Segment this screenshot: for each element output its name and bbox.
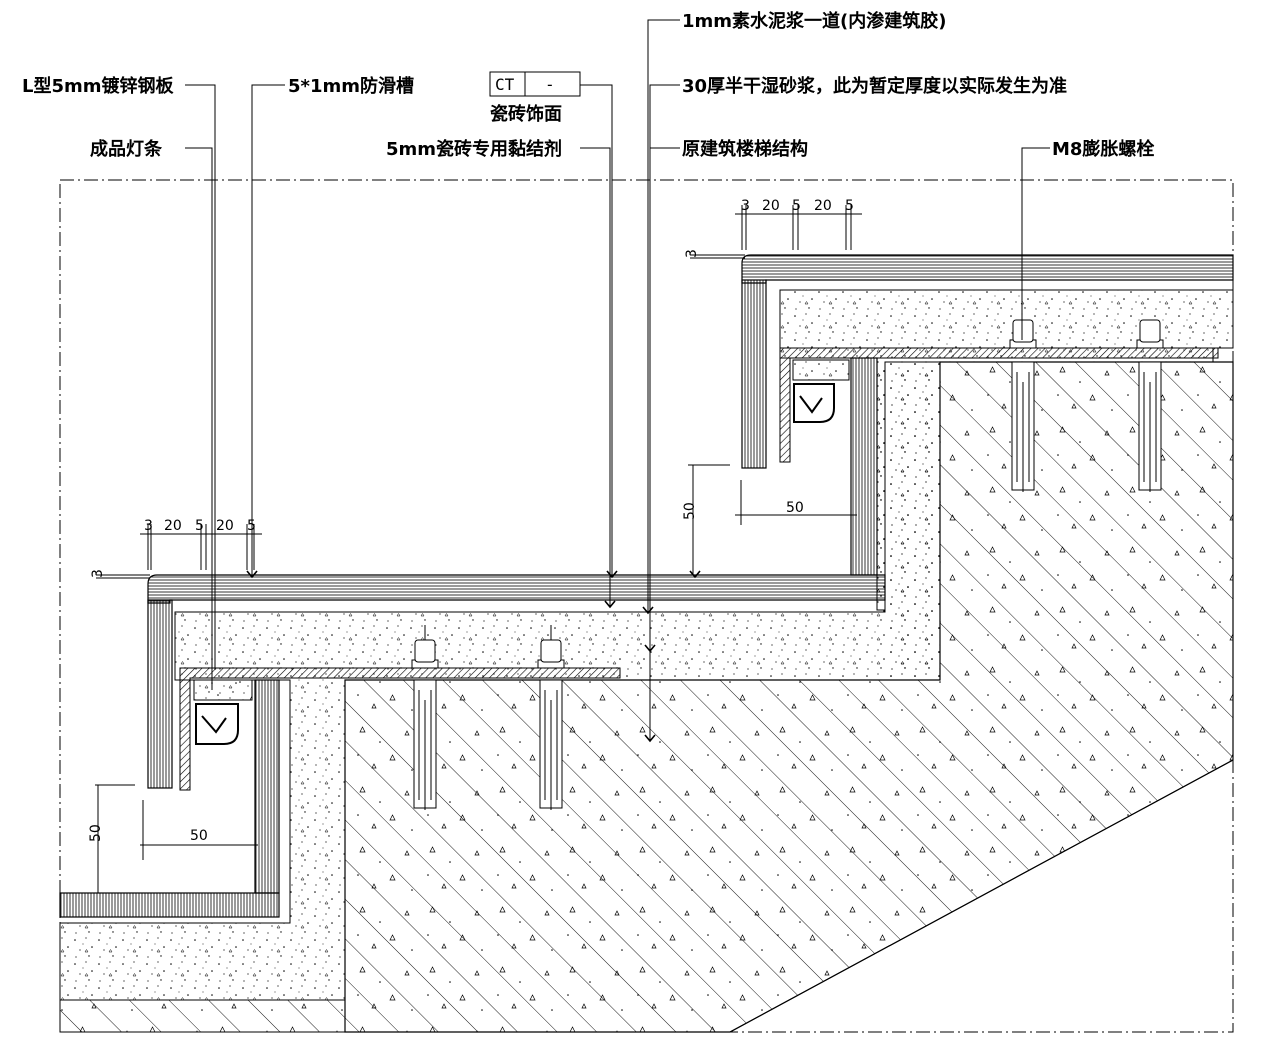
steel-plate-lower <box>179 667 621 791</box>
tile-upper-tread <box>741 254 1234 291</box>
dim-upper-d: 20 <box>814 198 832 214</box>
expansion-bolt-lower-1 <box>411 625 439 810</box>
dim-upper-height: 50 <box>682 502 698 520</box>
dim-upper-b: 20 <box>762 198 780 214</box>
tile-lower-tread <box>147 574 886 613</box>
label-tile-face: 瓷砖饰面 <box>490 103 562 125</box>
tile-tag-code: CT <box>495 75 515 94</box>
dim-upper-a: 3 <box>741 198 750 214</box>
tile-lower-nosing-vertical <box>147 599 173 789</box>
tile-tag-number: - <box>545 75 555 94</box>
concrete-structure <box>59 361 1234 1033</box>
dim-upper-c: 5 <box>792 198 801 214</box>
tile-upper-riser <box>850 357 878 576</box>
label-cement-slurry: 1mm素水泥浆一道(内渗建筑胶) <box>682 10 947 32</box>
dim-upper-e: 5 <box>845 198 854 214</box>
dim-lower-b: 20 <box>164 518 182 534</box>
dim-upper-side: 3 <box>684 249 700 258</box>
expansion-bolt-upper-1 <box>1009 319 1037 492</box>
dim-lower-side: 3 <box>90 569 106 578</box>
dim-lower-width: 50 <box>190 828 208 844</box>
dim-upper-width: 50 <box>786 500 804 516</box>
dim-lower-c: 5 <box>195 518 204 534</box>
light-strip-upper <box>792 359 850 423</box>
dim-lower-e: 5 <box>247 518 256 534</box>
tile-tag-box <box>489 71 581 97</box>
label-structure: 原建筑楼梯结构 <box>682 138 808 160</box>
dim-lower-d: 20 <box>216 518 234 534</box>
dimension-lower <box>95 524 262 894</box>
steel-plate-upper <box>779 347 1219 463</box>
dim-lower-a: 3 <box>144 518 153 534</box>
dimension-upper <box>688 205 862 576</box>
label-light-strip: 成品灯条 <box>90 138 163 160</box>
expansion-bolt-upper-2 <box>1136 319 1164 492</box>
tile-lower-riser <box>59 679 280 918</box>
dim-lower-height: 50 <box>88 824 104 842</box>
label-anti-slip-groove: 5*1mm防滑槽 <box>288 75 414 97</box>
tile-upper-nosing-vertical <box>741 279 767 469</box>
label-mortar: 30厚半干湿砂浆，此为暂定厚度以实际发生为准 <box>682 75 1067 97</box>
light-strip-lower <box>193 679 253 745</box>
label-l-steel-plate: L型5mm镀锌钢板 <box>22 75 175 97</box>
label-expansion-bolt: M8膨胀螺栓 <box>1052 138 1154 160</box>
leader-lines <box>185 19 1050 743</box>
label-tile-adhesive: 5mm瓷砖专用黏结剂 <box>386 138 562 160</box>
expansion-bolt-lower-2 <box>537 625 565 810</box>
